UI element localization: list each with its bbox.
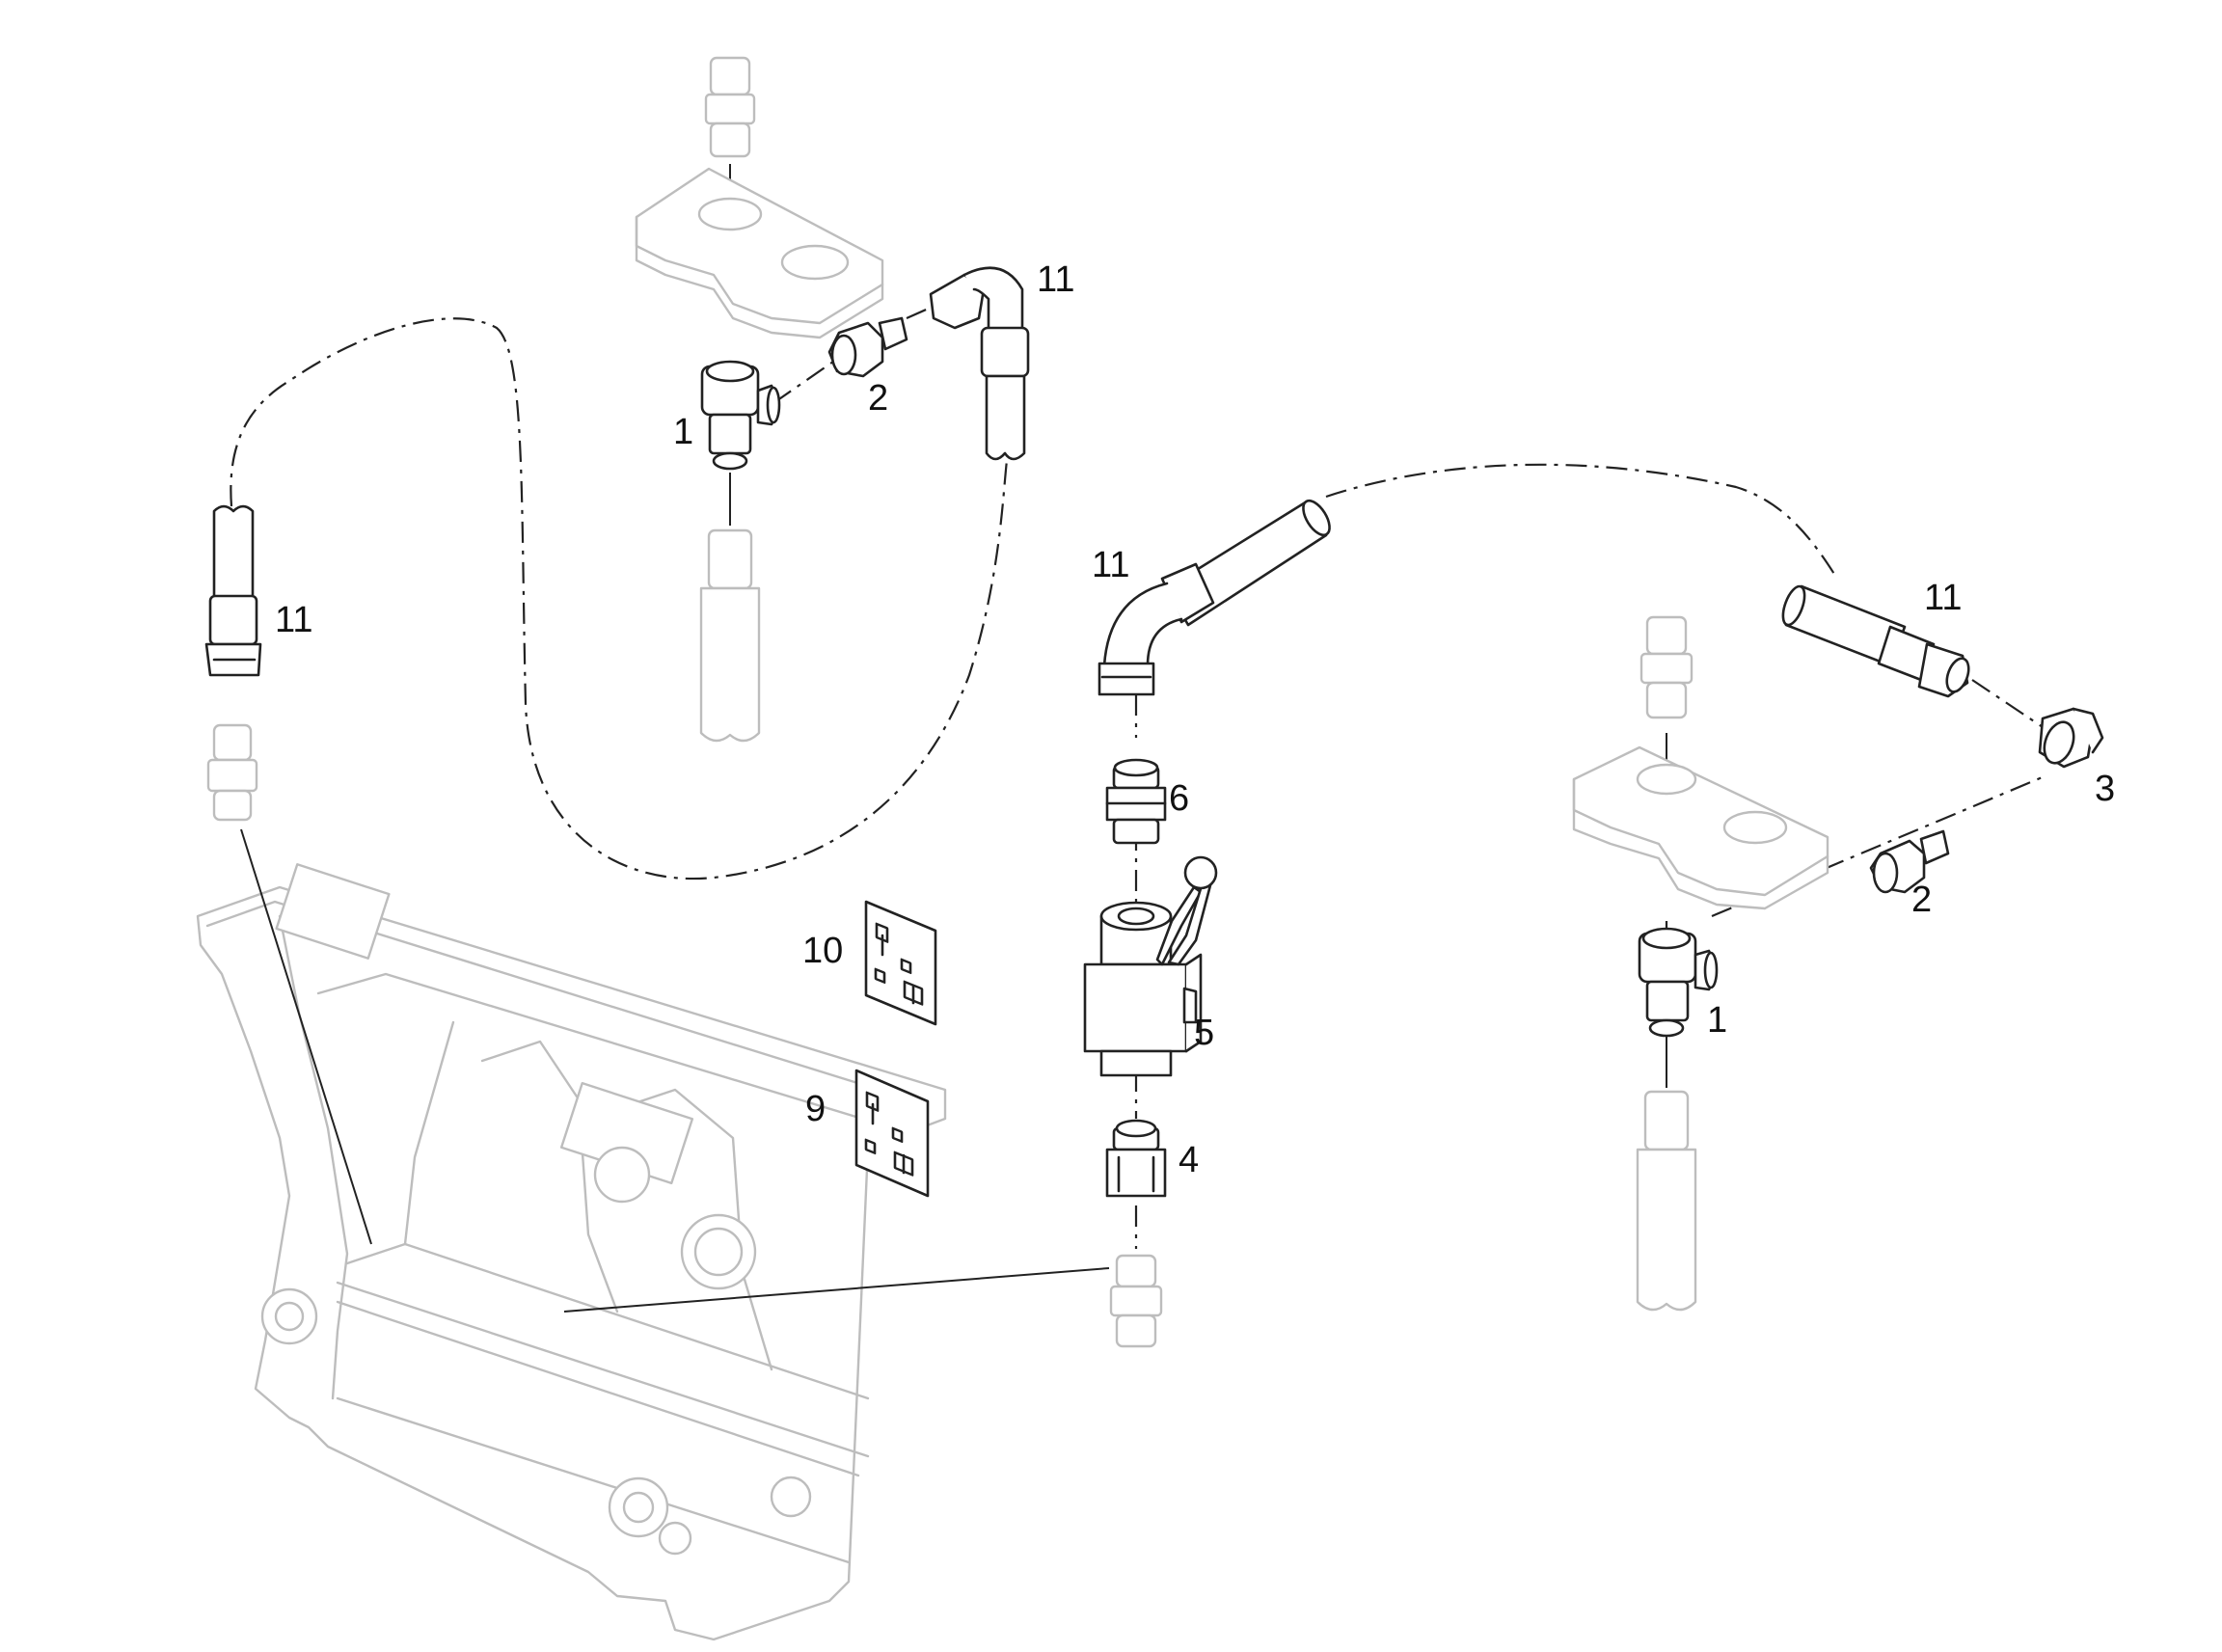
left-bulkhead-nipple bbox=[206, 723, 258, 822]
hose-11-left-end bbox=[204, 504, 262, 677]
hose-routes bbox=[230, 297, 2055, 1249]
right-upper-nipple bbox=[1639, 615, 1694, 719]
hose-11-right-end bbox=[1781, 584, 1970, 698]
hose-route-right-lower bbox=[1971, 679, 2055, 736]
callout-4: 4 bbox=[1179, 1140, 1199, 1180]
callout-2-left: 2 bbox=[868, 378, 888, 419]
callout-9: 9 bbox=[805, 1089, 826, 1129]
top-left-upper-nipple bbox=[704, 56, 756, 158]
callout-10: 10 bbox=[802, 931, 843, 971]
loader-frame bbox=[196, 863, 947, 1641]
top-left-lower-hose-ghost bbox=[699, 528, 761, 743]
callout-3: 3 bbox=[2095, 769, 2115, 809]
nipple-fitting-6 bbox=[1105, 758, 1167, 845]
callout-11-left: 11 bbox=[275, 600, 312, 640]
top-left-mount-plate bbox=[635, 167, 884, 339]
ball-valve-5 bbox=[1083, 855, 1218, 1077]
callout-2-right: 2 bbox=[1911, 880, 1932, 920]
right-lower-hose-ghost bbox=[1636, 1090, 1697, 1312]
adapter-fitting-2-left bbox=[827, 316, 908, 378]
callout-6: 6 bbox=[1169, 778, 1189, 819]
tee-fitting-1-left bbox=[700, 360, 781, 471]
adapter-fitting-2-right bbox=[1869, 829, 1950, 894]
tee-fitting-1-right bbox=[1638, 927, 1719, 1038]
callout-11-right: 11 bbox=[1924, 578, 1962, 618]
elbow-fitting-3 bbox=[2038, 707, 2104, 769]
center-bulkhead-nipple bbox=[1109, 1254, 1163, 1348]
hose-route-right bbox=[1325, 463, 1838, 580]
right-mount-plate bbox=[1572, 745, 1829, 910]
callouts: 11 2 1 11 11 11 6 3 2 10 5 1 9 4 bbox=[275, 259, 2115, 1180]
callout-11-top: 11 bbox=[1037, 259, 1074, 300]
callout-5: 5 bbox=[1194, 1013, 1214, 1053]
hose-11-elbow-top bbox=[929, 266, 1030, 461]
hose-route-left bbox=[230, 317, 1010, 880]
callout-11-mid: 11 bbox=[1092, 545, 1129, 585]
callout-1-left: 1 bbox=[673, 412, 693, 452]
hose-11-center-elbow bbox=[1097, 499, 1331, 696]
callout-1-right: 1 bbox=[1707, 1000, 1727, 1041]
decal-10 bbox=[864, 900, 937, 1026]
adapter-fitting-4 bbox=[1105, 1119, 1167, 1198]
decal-9 bbox=[854, 1069, 930, 1198]
